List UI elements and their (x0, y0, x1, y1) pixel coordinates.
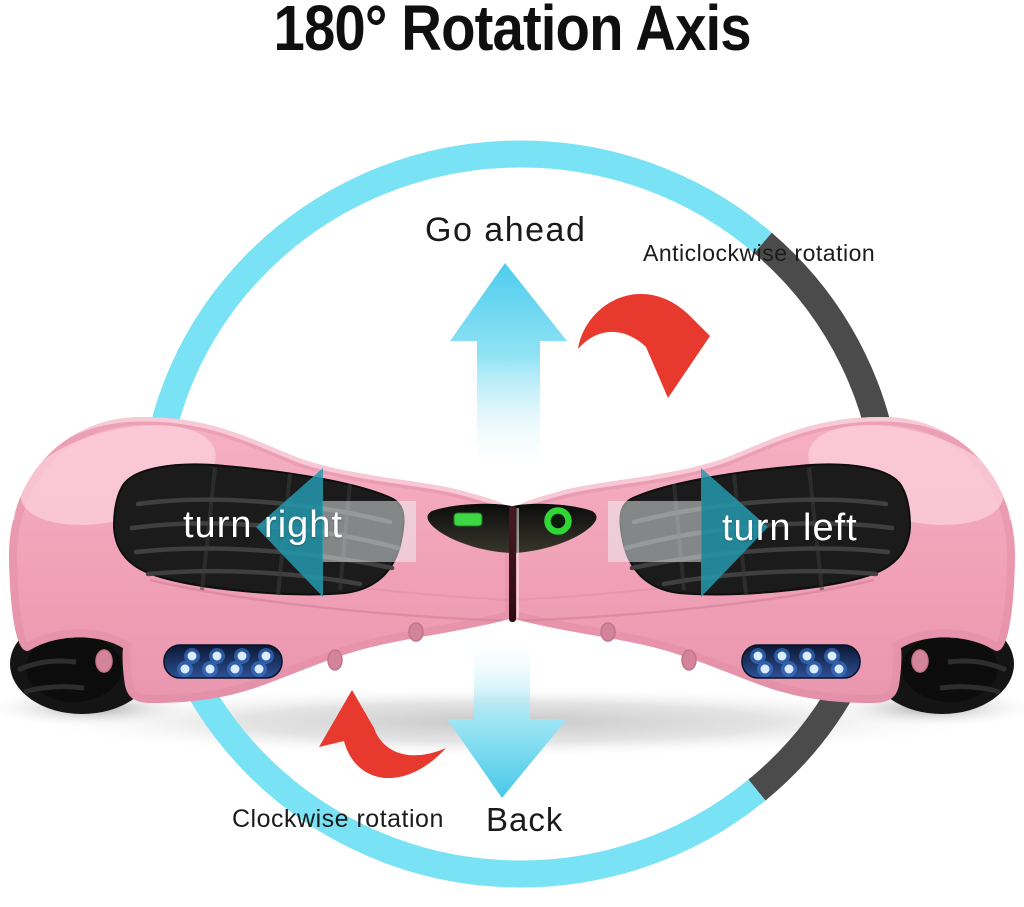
back-arrow-icon (447, 640, 567, 798)
turn-right-arrow-icon (256, 468, 416, 597)
forward-arrow-icon (450, 263, 567, 468)
clockwise-arrow-icon (319, 690, 446, 779)
split-highlight (516, 508, 519, 618)
battery-indicator (453, 512, 483, 527)
label-go-ahead: Go ahead (425, 211, 587, 249)
label-back: Back (486, 801, 564, 838)
label-turn-right: turn right (183, 504, 343, 546)
power-indicator (544, 507, 572, 535)
hoverboard-right-half (511, 407, 1015, 714)
anticlockwise-arrow-icon (578, 293, 710, 398)
page-title-text: 180° Rotation Axis (273, 0, 751, 64)
turn-left-arrow-icon (608, 468, 768, 597)
page-title: 180° Rotation Axis (0, 0, 1024, 64)
label-turn-left: turn left (722, 507, 858, 549)
label-clockwise-rotation: Clockwise rotation (232, 805, 444, 833)
label-anticlockwise-rotation: Anticlockwise rotation (643, 240, 876, 266)
hoverboard-left-half (9, 407, 513, 714)
center-split (509, 506, 516, 622)
